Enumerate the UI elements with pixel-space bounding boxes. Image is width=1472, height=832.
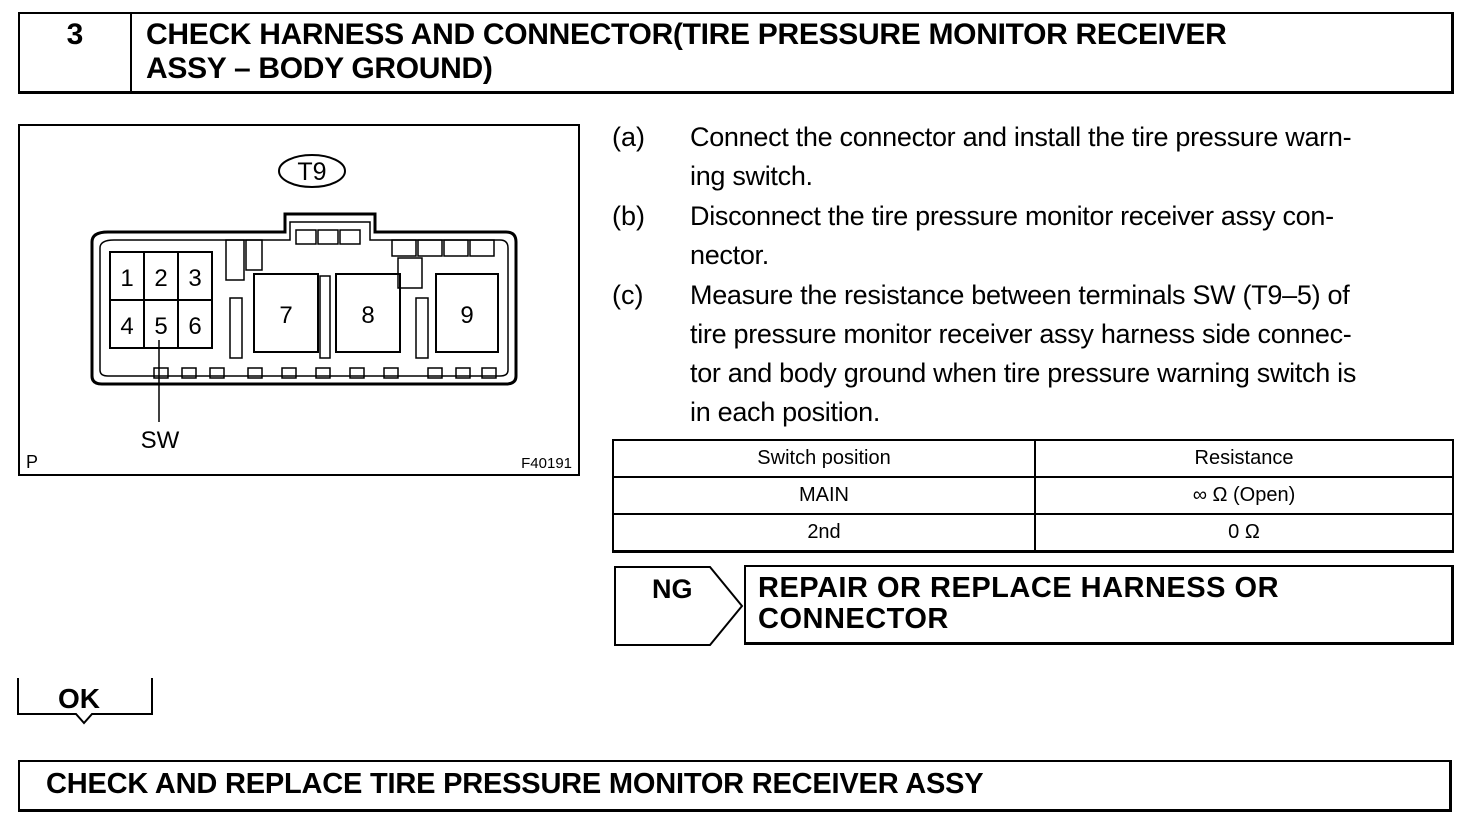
ng-result-box: REPAIR OR REPLACE HARNESS OR CONNECTOR xyxy=(744,565,1454,645)
step-a-label: (a) xyxy=(612,122,645,152)
step-title: CHECK HARNESS AND CONNECTOR(TIRE PRESSUR… xyxy=(146,18,1431,86)
ok-arrow-shape xyxy=(17,678,153,725)
ng-arrow-shape xyxy=(614,566,744,646)
cell-switch-position: MAIN xyxy=(612,476,1036,515)
figure-id: F40191 xyxy=(521,455,572,472)
connector-label: T9 xyxy=(297,158,326,186)
step-c-label: (c) xyxy=(612,280,644,310)
final-action-box: CHECK AND REPLACE TIRE PRESSURE MONITOR … xyxy=(18,760,1452,812)
terminal-8: 8 xyxy=(361,302,374,329)
step-b-text: Disconnect the tire pressure monitor rec… xyxy=(690,197,1454,275)
step-c-line-2: tire pressure monitor receiver assy harn… xyxy=(690,319,1352,349)
step-a-text: Connect the connector and install the ti… xyxy=(690,118,1454,196)
terminal-7: 7 xyxy=(279,302,292,329)
terminal-4: 4 xyxy=(120,313,133,340)
step-a-line-1: Connect the connector and install the ti… xyxy=(690,122,1352,152)
terminal-9: 9 xyxy=(460,302,473,329)
resistance-table: Switch position Resistance MAIN ∞ Ω (Ope… xyxy=(612,439,1454,553)
ng-result-line-2: CONNECTOR xyxy=(758,603,949,635)
final-action-text: CHECK AND REPLACE TIRE PRESSURE MONITOR … xyxy=(46,768,984,800)
header-resistance: Resistance xyxy=(1034,439,1454,478)
figure-corner-p: P xyxy=(26,452,38,472)
step-a-line-2: ing switch. xyxy=(690,161,813,191)
step-title-line-1: CHECK HARNESS AND CONNECTOR(TIRE PRESSUR… xyxy=(146,18,1227,51)
terminal-2: 2 xyxy=(154,265,167,292)
connector-figure: T9 1 2 3 4 5 6 7 8 xyxy=(18,124,580,476)
ok-label: OK xyxy=(58,683,100,714)
terminal-5: 5 xyxy=(154,313,167,340)
step-c-line-3: tor and body ground when tire pressure w… xyxy=(690,358,1357,388)
step-title-line-2: ASSY – BODY GROUND) xyxy=(146,52,493,85)
step-c-line-1: Measure the resistance between terminals… xyxy=(690,280,1350,310)
connector-label-ellipse xyxy=(278,154,346,188)
step-b-line-2: nector. xyxy=(690,240,769,270)
sw-label: SW xyxy=(141,427,180,454)
table-row: 2nd 0 Ω xyxy=(612,513,1454,553)
connector-diagram: T9 1 2 3 4 5 6 7 8 xyxy=(26,154,572,472)
step-header: 3 CHECK HARNESS AND CONNECTOR(TIRE PRESS… xyxy=(18,12,1454,94)
connector-body xyxy=(90,212,518,386)
step-b-label: (b) xyxy=(612,201,645,231)
terminal-3: 3 xyxy=(188,265,201,292)
ng-result-text: REPAIR OR REPLACE HARNESS OR CONNECTOR xyxy=(758,573,1441,635)
step-c-text: Measure the resistance between terminals… xyxy=(690,276,1454,432)
table-header-row: Switch position Resistance xyxy=(612,439,1454,478)
ng-label: NG xyxy=(652,574,693,604)
step-c-line-4: in each position. xyxy=(690,397,881,427)
table-row: MAIN ∞ Ω (Open) xyxy=(612,476,1454,515)
ng-result-line-1: REPAIR OR REPLACE HARNESS OR xyxy=(758,572,1280,604)
cell-resistance: 0 Ω xyxy=(1034,513,1454,553)
terminal-1: 1 xyxy=(120,265,133,292)
cell-resistance: ∞ Ω (Open) xyxy=(1034,476,1454,515)
cell-switch-position: 2nd xyxy=(612,513,1036,553)
terminal-6: 6 xyxy=(188,313,201,340)
header-switch-position: Switch position xyxy=(612,439,1036,478)
step-number: 3 xyxy=(20,14,132,91)
step-b-line-1: Disconnect the tire pressure monitor rec… xyxy=(690,201,1334,231)
